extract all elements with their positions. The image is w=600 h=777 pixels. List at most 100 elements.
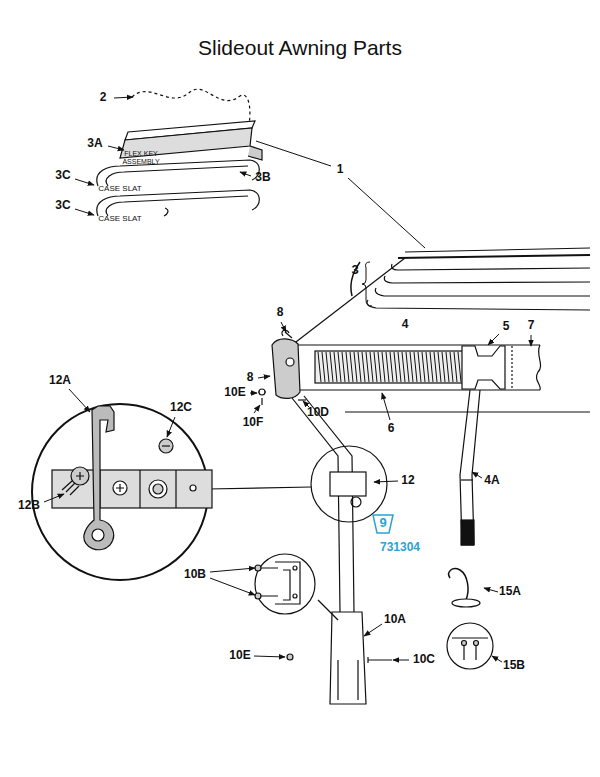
end-bracket: [272, 339, 300, 399]
support-arm: [351, 497, 361, 507]
spring-coil: [370, 352, 373, 382]
detail-circle-10b: [283, 570, 290, 600]
spring-coil: [426, 352, 429, 382]
leader-lines: [250, 393, 257, 394]
secondary-arm: [461, 520, 474, 545]
spring-coil: [458, 352, 461, 382]
spring-coil: [402, 352, 405, 382]
detail-circle-10b: [255, 593, 261, 599]
callout-number: 9: [372, 516, 394, 530]
callout-number: 8: [247, 371, 254, 384]
leader-lines: [393, 660, 409, 661]
callout-number: 10F: [243, 416, 264, 429]
leader-lines: [114, 97, 133, 98]
top-rail-assembly: [97, 160, 259, 186]
support-arm: [330, 472, 366, 496]
detail-circle-12-large: [116, 484, 124, 492]
support-arm: [304, 396, 354, 612]
spring-coil: [398, 352, 401, 382]
support-arm: [292, 398, 340, 612]
leader-lines: [167, 417, 175, 437]
leader-lines: [382, 393, 390, 420]
support-arm: [330, 612, 366, 704]
leader-lines: [531, 335, 532, 346]
part-name: CASE SLAT: [98, 185, 141, 194]
spring-coil: [390, 352, 393, 382]
leader-lines: [488, 334, 499, 345]
spring-coil: [446, 352, 449, 382]
callout-number: 4: [402, 318, 409, 331]
tag-outline: [373, 515, 393, 533]
callout-number: 10E: [229, 649, 250, 662]
detail-circle-12: [208, 446, 387, 522]
detail-circle-12-large: [113, 481, 127, 495]
spring-coil: [378, 352, 381, 382]
leader-lines: [44, 97, 531, 662]
leader-lines: [75, 209, 94, 215]
leader-lines: [348, 178, 425, 248]
end-bracket: [282, 330, 292, 338]
leader-lines: [210, 578, 255, 595]
support-arm: [338, 660, 358, 700]
detail-circle-12: [311, 446, 387, 522]
callout-number: 10D: [307, 406, 329, 419]
detail-circle-10b: [255, 554, 338, 620]
support-arm: [287, 396, 392, 704]
spring-coil: [362, 352, 365, 382]
spring-coil: [322, 352, 325, 382]
awning-fabric: [398, 255, 590, 258]
spring-coil: [394, 352, 397, 382]
leader-lines: [75, 179, 94, 185]
end-bracket: [259, 389, 265, 395]
leader-lines: [374, 481, 398, 482]
callout-number: 6: [388, 422, 395, 435]
detail-circle-12-large: [62, 481, 79, 495]
callout-number: 731304: [380, 541, 420, 554]
hook-mount-15b: [447, 623, 493, 669]
roller-tube: [511, 346, 512, 389]
callout-number: 3B: [255, 171, 270, 184]
top-rail-assembly: [97, 89, 262, 216]
leader-lines: [472, 472, 482, 478]
hook-mount-15b: [462, 641, 467, 646]
detail-circle-12-large: [32, 404, 212, 580]
spring-coil: [422, 352, 425, 382]
callout-number: 2: [100, 91, 107, 104]
detail-circle-10b: [318, 600, 338, 620]
callout-number: 4A: [484, 474, 499, 487]
leader-lines: [258, 376, 270, 378]
hook-mount-15b: [474, 641, 479, 646]
detail-circle-10b: [255, 565, 261, 571]
top-rail-assembly: [248, 146, 262, 160]
leader-lines: [364, 624, 382, 636]
spring-coil: [406, 352, 409, 382]
callout-number: 7: [528, 319, 535, 332]
awning-fabric: [367, 300, 590, 310]
spring-coil: [414, 352, 417, 382]
detail-circle-10b: [255, 554, 315, 614]
leader-lines: [254, 405, 260, 413]
support-arm: [368, 657, 392, 663]
spring-coil: [330, 352, 333, 382]
spring-coil: [410, 352, 413, 382]
callout-number: 15A: [499, 585, 521, 598]
roller-tube: [292, 345, 541, 390]
awning-fabric: [375, 288, 590, 296]
spring-coil: [346, 352, 349, 382]
roller-tube: [462, 346, 505, 389]
detail-circle-10b: [293, 594, 297, 598]
callout-number: 10B: [184, 568, 206, 581]
hook-mount-15b: [464, 644, 476, 660]
hook-15a: [449, 569, 468, 600]
leader-lines: [108, 146, 124, 150]
end-bracket: [298, 399, 306, 400]
awning-fabric: [384, 276, 590, 283]
leader-lines: [210, 568, 255, 572]
spring-coil: [434, 352, 437, 382]
spring-coil: [334, 352, 337, 382]
leader-lines: [256, 141, 331, 166]
detail-circle-12-large: [162, 445, 170, 446]
spring-coil: [318, 352, 321, 382]
callout-number: 1: [337, 163, 344, 176]
detail-circle-10b: [258, 568, 278, 596]
